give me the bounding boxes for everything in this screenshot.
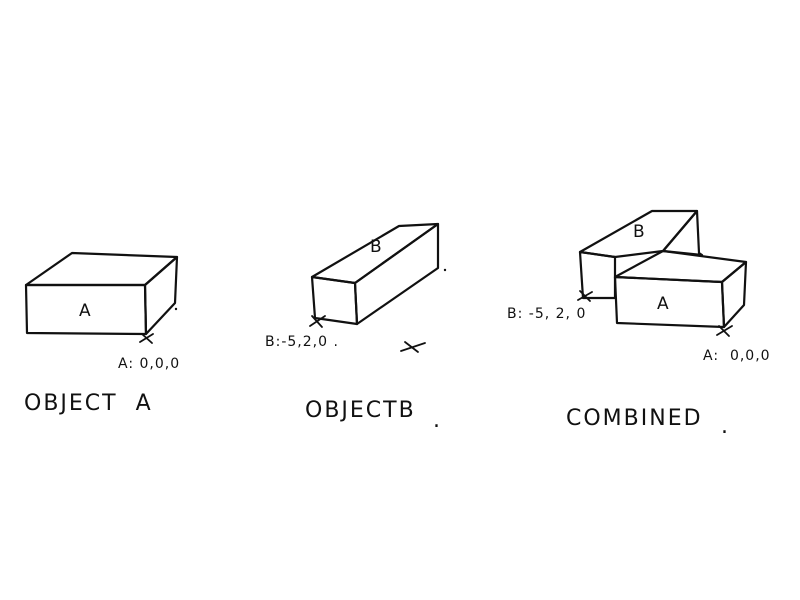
- combined-box-b-front-face: [578, 250, 617, 300]
- box-b-label: B: [370, 237, 382, 257]
- box-a-side-face: [143, 255, 179, 336]
- box-b-front-face: [310, 275, 359, 326]
- caption-combined: COMBINED: [566, 406, 703, 431]
- panel-object-b: B B:-5,2,0 . OBJECTB .: [265, 222, 447, 433]
- box-b: [310, 222, 447, 326]
- box-a: [24, 251, 179, 336]
- caption-object-b: OBJECTB: [305, 398, 416, 423]
- caption-object-b-dot: .: [433, 408, 442, 433]
- world-origin-marker: [400, 341, 426, 353]
- box-a-top-face: [24, 251, 179, 287]
- origin-label-b: B:-5,2,0 .: [265, 334, 339, 350]
- caption-combined-dot: .: [721, 414, 730, 439]
- box-b-side-face: [353, 222, 440, 326]
- panel-object-a: A A: 0,0,0 OBJECT A: [24, 251, 180, 416]
- box-a-label: A: [79, 301, 91, 321]
- origin-marker-b: [309, 315, 326, 328]
- combined-origin-marker-b: [577, 290, 593, 302]
- combined-box-a-side-face: [720, 260, 748, 329]
- stray-dot: [443, 268, 447, 272]
- stray-dot: [174, 307, 178, 311]
- combined-origin-label-a: A: 0,0,0: [703, 348, 771, 364]
- caption-object-a: OBJECT A: [24, 391, 153, 416]
- combined-box-b-label: B: [633, 222, 645, 242]
- combined-origin-marker-a: [716, 325, 733, 337]
- origin-label-a: A: 0,0,0: [118, 356, 180, 372]
- combined-origin-label-b: B: -5, 2, 0: [507, 306, 586, 322]
- origin-marker-a: [139, 333, 154, 344]
- combined-box-a-front-face: [613, 275, 726, 329]
- combined-box-b-side-face: [661, 209, 704, 257]
- panel-combined: B A B: -5, 2, 0 A: 0,0,0 COMBINED .: [507, 209, 771, 439]
- combined-box-a: [613, 249, 748, 329]
- combined-box-a-label: A: [657, 294, 669, 314]
